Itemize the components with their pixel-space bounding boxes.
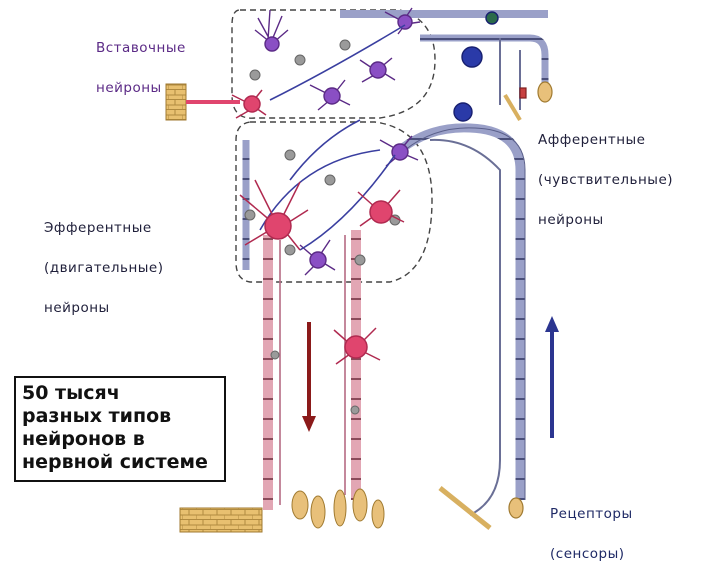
interneurons-label-line-2: нейроны <box>96 80 162 96</box>
peripheral-targets <box>165 81 553 533</box>
motor-neuron-left-small <box>231 89 267 119</box>
info-line-2: разных типов <box>22 405 172 427</box>
sensory-neuron-mid <box>453 102 473 122</box>
interneurons-label-line-1: Вставочные <box>96 40 186 56</box>
interneuron-3 <box>359 57 396 83</box>
sensory-neuron-top <box>461 46 483 68</box>
neuron-count-box: 50 тысяч разных типов нейронов в нервной… <box>14 376 226 482</box>
top-axon-2 <box>420 34 549 90</box>
glia-4 <box>284 149 296 161</box>
motor-neurons <box>231 89 405 365</box>
sensory-neurons <box>453 11 499 122</box>
interneuron-5 <box>379 135 419 167</box>
receptors-label: Рецепторы (сенсоры) <box>550 484 633 584</box>
afferent-label: Афферентные (чувствительные) нейроны <box>538 110 673 250</box>
afferent-axon-inner <box>429 138 501 516</box>
lower-region-outline <box>235 121 433 283</box>
connector-fibers <box>259 24 406 251</box>
receptors-label-line-2: (сенсоры) <box>550 546 625 562</box>
afferent-fibers <box>340 10 549 516</box>
glia-11 <box>350 405 360 415</box>
glia-1 <box>294 54 306 66</box>
muscle-block-bottom <box>179 507 263 533</box>
glia-10 <box>270 350 280 360</box>
ganglion-neuron <box>333 327 381 365</box>
glia-5 <box>324 174 336 186</box>
glia-3 <box>339 39 351 51</box>
efferent-label-line-1: Эфферентные <box>44 220 152 236</box>
receptor-endings <box>438 81 553 530</box>
arrow-up <box>545 316 559 438</box>
info-line-1: 50 тысяч <box>22 382 120 404</box>
interneurons-label: Вставочные нейроны <box>96 18 186 118</box>
muscle-fibers-bottom <box>291 488 385 529</box>
efferent-label: Эфферентные (двигательные) нейроны <box>44 198 164 338</box>
afferent-label-line-2: (чувствительные) <box>538 172 674 188</box>
receptors-label-line-1: Рецепторы <box>550 506 633 522</box>
arrow-down <box>302 322 316 432</box>
glia-7 <box>244 209 256 221</box>
interneuron-2 <box>384 7 421 35</box>
glia-9 <box>354 254 366 266</box>
efferent-label-line-2: (двигательные) <box>44 260 164 276</box>
interneuron-4 <box>309 79 351 111</box>
glia-8 <box>284 244 296 256</box>
glia-2 <box>249 69 261 81</box>
afferent-label-line-1: Афферентные <box>538 132 646 148</box>
afferent-axon-outline <box>404 127 526 500</box>
afferent-label-line-3: нейроны <box>538 212 604 228</box>
interneuron-6 <box>299 239 336 276</box>
efferent-label-line-3: нейроны <box>44 300 110 316</box>
motor-neuron-right <box>357 189 405 227</box>
sensory-neuron-blue-small <box>485 11 499 25</box>
afferent-axon-main <box>397 123 525 500</box>
interneurons <box>254 7 421 276</box>
motor-neuron-large <box>239 179 309 251</box>
info-line-3: нейронов в <box>22 428 145 450</box>
efferent-axons <box>242 140 361 510</box>
interneuron-1 <box>254 9 289 52</box>
neuron-diagram <box>165 7 559 533</box>
info-line-4: нервной системе <box>22 451 208 473</box>
glia-cells <box>244 39 401 415</box>
